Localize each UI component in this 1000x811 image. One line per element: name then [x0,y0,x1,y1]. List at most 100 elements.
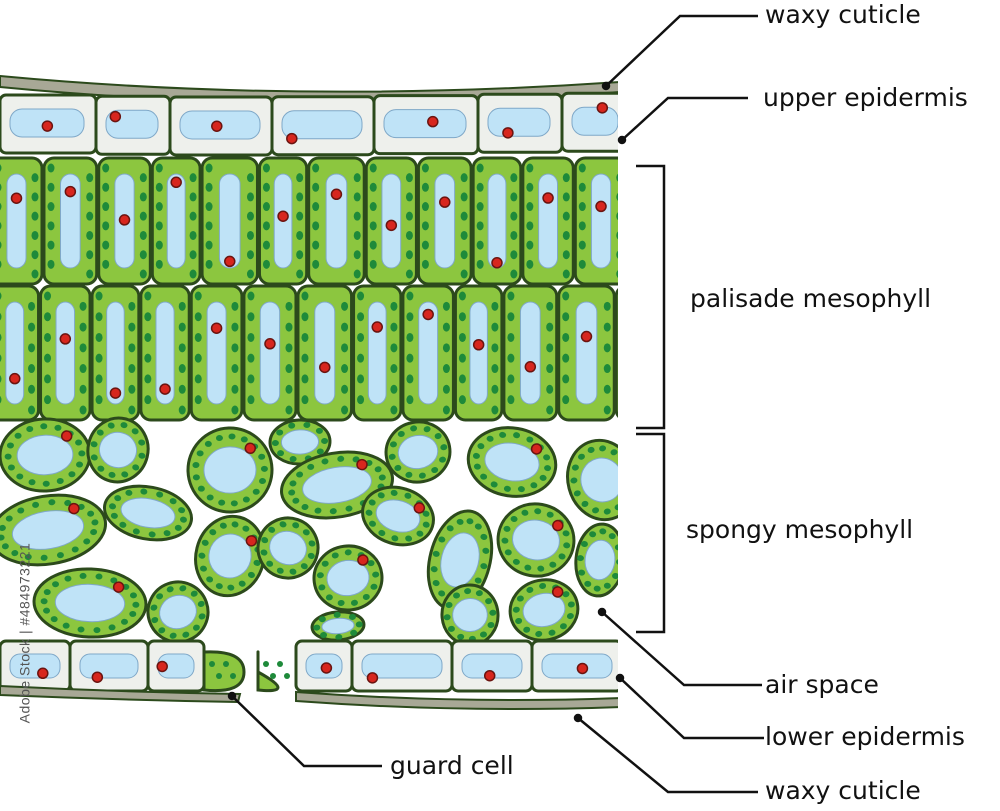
chloroplast [166,586,174,593]
chloroplast [593,585,601,592]
chloroplast [599,445,607,452]
chloroplast [308,540,316,547]
chloroplast [102,182,110,192]
chloroplast [474,523,482,530]
chloroplast [163,530,171,537]
spongy-cell [86,416,150,484]
chloroplast [96,429,104,436]
chloroplast [139,211,147,221]
chloroplast [296,471,304,478]
label-upper-epidermis: upper epidermis [763,83,968,112]
chloroplast [262,221,270,231]
vacuole [281,110,363,140]
chloroplast [300,563,308,570]
chloroplast [487,621,495,628]
chloroplast [587,446,595,453]
vacuole [269,530,307,566]
chloroplast [369,202,377,212]
chloroplast [144,291,152,301]
vacuole [584,539,616,581]
chloroplast [86,230,94,240]
vacuole [575,301,598,405]
chloroplast [198,552,206,559]
chloroplast [258,453,266,460]
chloroplast [524,564,532,571]
spongy-cell [440,583,500,647]
chloroplast [466,518,474,525]
chloroplast [501,537,509,544]
chloroplast [442,343,450,353]
chloroplast [128,405,136,415]
chloroplast [491,343,499,353]
chloroplast [0,333,2,342]
chloroplast [194,395,202,405]
vacuole [16,434,74,476]
chloroplast [421,221,429,231]
nucleus [330,188,343,201]
chloroplast [266,560,274,567]
spongy-cell [310,610,366,642]
nucleus [286,132,298,145]
chloroplast [341,384,349,394]
chloroplast [422,521,430,528]
chloroplast [216,673,222,679]
chloroplast [516,595,524,602]
chloroplast [197,600,205,608]
chloroplast [562,269,570,279]
vacuole [452,597,488,633]
chloroplast [192,461,200,468]
chloroplast [14,432,22,439]
chloroplast [458,353,466,363]
nucleus [41,120,54,132]
chloroplast [616,212,618,221]
chloroplast [515,617,523,624]
chloroplast [335,634,343,641]
chloroplast [139,269,147,279]
vacuole [538,173,559,269]
chloroplast [316,572,324,579]
nucleus [277,210,289,222]
chloroplast [285,343,293,353]
chloroplast [608,533,616,540]
chloroplast [491,384,499,394]
chloroplast [562,395,570,405]
chloroplast [616,270,618,278]
chloroplast [578,182,586,192]
chloroplast [262,182,270,192]
chloroplast [434,433,442,440]
chloroplast [144,374,152,384]
chloroplast [314,507,322,514]
chloroplast [285,301,293,311]
chloroplast [573,490,581,497]
chloroplast [616,558,618,565]
chloroplast [56,552,64,559]
chloroplast [410,425,418,432]
nucleus [60,430,73,442]
chloroplast [526,240,534,250]
chloroplast [442,384,450,394]
vacuole [208,533,252,579]
chloroplast [480,473,488,480]
chloroplast [438,536,446,543]
spongy-cell [384,420,452,484]
chloroplast [129,592,137,599]
chloroplast [558,553,566,560]
chloroplast [357,291,365,301]
chloroplast [341,301,349,311]
chloroplast [485,598,493,605]
chloroplast [344,549,352,556]
chloroplast [16,473,24,480]
chloroplast [205,221,213,231]
chloroplast [526,202,534,212]
chloroplast [357,332,365,342]
chloroplast [562,591,570,598]
vacuole [418,301,439,405]
nucleus [502,127,514,139]
chloroplast [562,192,570,202]
nucleus [524,361,537,373]
chloroplast [246,269,254,279]
chloroplast [205,182,213,192]
chloroplast [95,374,103,384]
vacuole [512,519,560,561]
vacuole [383,109,467,139]
